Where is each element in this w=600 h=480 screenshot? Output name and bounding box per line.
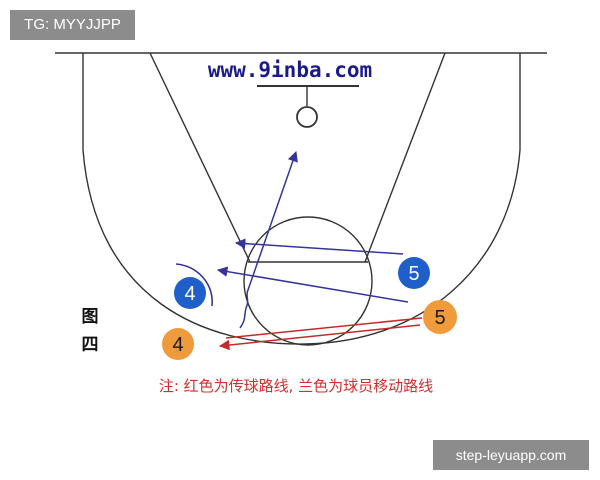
player-orange-5-number: 5 bbox=[434, 307, 445, 329]
movement-routes bbox=[175, 151, 409, 329]
player-blue-5: 5 bbox=[398, 257, 430, 289]
pass-route-1 bbox=[225, 317, 423, 339]
player-orange-4-token bbox=[162, 328, 194, 360]
pass-routes bbox=[218, 317, 423, 351]
player-orange-4: 4 bbox=[162, 328, 194, 360]
player-blue-5-token bbox=[398, 257, 430, 289]
legend-note: 注: 红色为传球路线, 兰色为球员移动路线 bbox=[159, 377, 433, 395]
player-blue-4-number: 4 bbox=[184, 283, 195, 305]
three-point-arc bbox=[82, 53, 521, 345]
free-throw-circle bbox=[243, 216, 373, 346]
player-blue-5-number: 5 bbox=[408, 263, 419, 285]
player-orange-4-number: 4 bbox=[172, 334, 183, 356]
player-blue-4: 4 bbox=[174, 277, 206, 309]
screen-route-lower bbox=[216, 266, 409, 303]
figure-label-line-2: 四 bbox=[82, 335, 99, 355]
watermark-bottom-right: step-leyuapp.com bbox=[433, 440, 589, 470]
player-orange-5-token bbox=[423, 300, 457, 334]
pass-route-2 bbox=[218, 324, 421, 351]
site-url: www.9inba.com bbox=[208, 58, 372, 82]
court bbox=[55, 52, 547, 346]
screen-route-upper bbox=[234, 238, 404, 255]
player-orange-5: 5 bbox=[423, 300, 457, 334]
curl-mark bbox=[175, 263, 213, 307]
lane-line-left bbox=[149, 52, 251, 263]
lane-line-right bbox=[364, 52, 446, 263]
cut-route-to-basket bbox=[239, 151, 298, 329]
watermark-top-left: TG: MYYJJPP bbox=[10, 10, 135, 40]
player-blue-4-token bbox=[174, 277, 206, 309]
basket-rim bbox=[296, 106, 318, 128]
figure-label-line-1: 图 bbox=[82, 307, 99, 327]
